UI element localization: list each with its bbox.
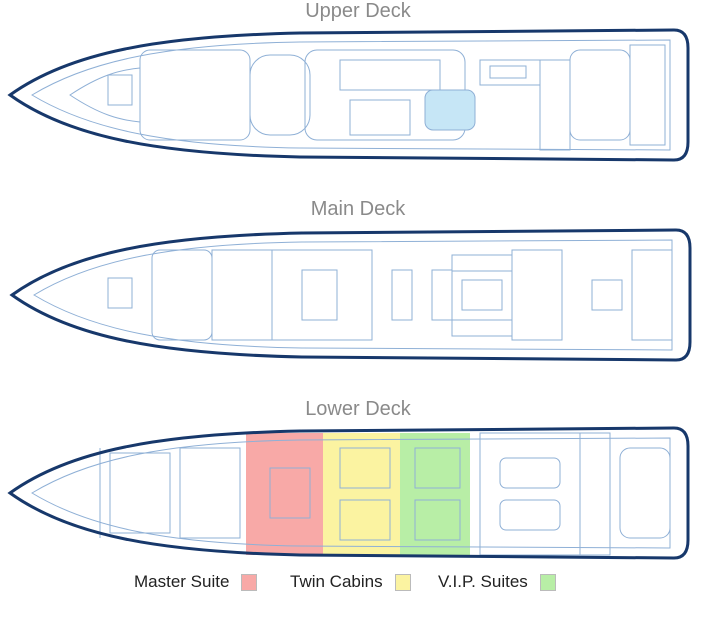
legend-twin-cabins: Twin Cabins — [290, 572, 411, 592]
twin-cabins-zone — [323, 433, 400, 555]
legend-label: Master Suite — [134, 572, 230, 591]
legend-master-suite: Master Suite — [134, 572, 258, 592]
lower-deck-title: Lower Deck — [305, 398, 411, 420]
legend-label: V.I.P. Suites — [438, 572, 528, 591]
main-deck-title: Main Deck — [310, 198, 406, 220]
twin-cabins-swatch — [394, 573, 411, 591]
vip-suites-zone — [400, 433, 470, 555]
vip-suites-swatch — [539, 573, 556, 591]
upper-deck-plan — [8, 28, 690, 162]
upper-deck-title: Upper Deck — [305, 0, 411, 22]
legend-label: Twin Cabins — [290, 572, 383, 591]
main-deck-plan — [10, 228, 692, 362]
master-suite-swatch — [241, 573, 258, 591]
master-suite-zone — [246, 433, 323, 555]
lower-deck-plan — [8, 426, 690, 560]
legend-vip-suites: V.I.P. Suites — [438, 572, 556, 592]
